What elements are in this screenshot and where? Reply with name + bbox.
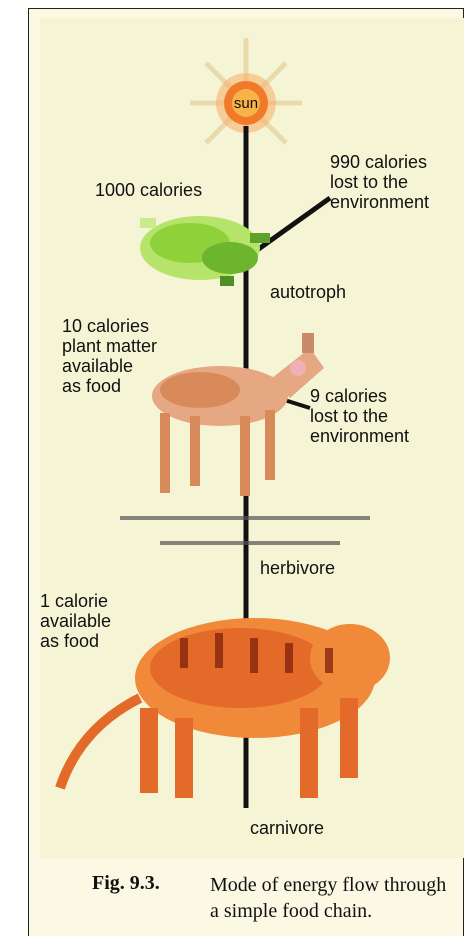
sun-label: sun [226,95,266,112]
energy-available-1-label: 1 calorie available as food [40,591,111,651]
autotroph-label: autotroph [270,282,346,302]
plant-icon [140,216,270,286]
carnivore-label: carnivore [250,818,324,838]
energy-lost-9-label: 9 calories lost to the environment [310,386,409,446]
figure-caption-text: Mode of energy flow through a simple foo… [210,872,460,924]
energy-flow-diagram: sun 990 calories lost to the environment… [40,18,464,858]
energy-input-1000-label: 1000 calories [95,180,202,200]
herbivore-label: herbivore [260,558,335,578]
energy-lost-990-label: 990 calories lost to the environment [330,152,429,212]
energy-available-10-label: 10 calories plant matter available as fo… [62,316,157,396]
figure-caption: Fig. 9.3. Mode of energy flow through a … [40,862,464,938]
figure-number: Fig. 9.3. [92,872,160,895]
